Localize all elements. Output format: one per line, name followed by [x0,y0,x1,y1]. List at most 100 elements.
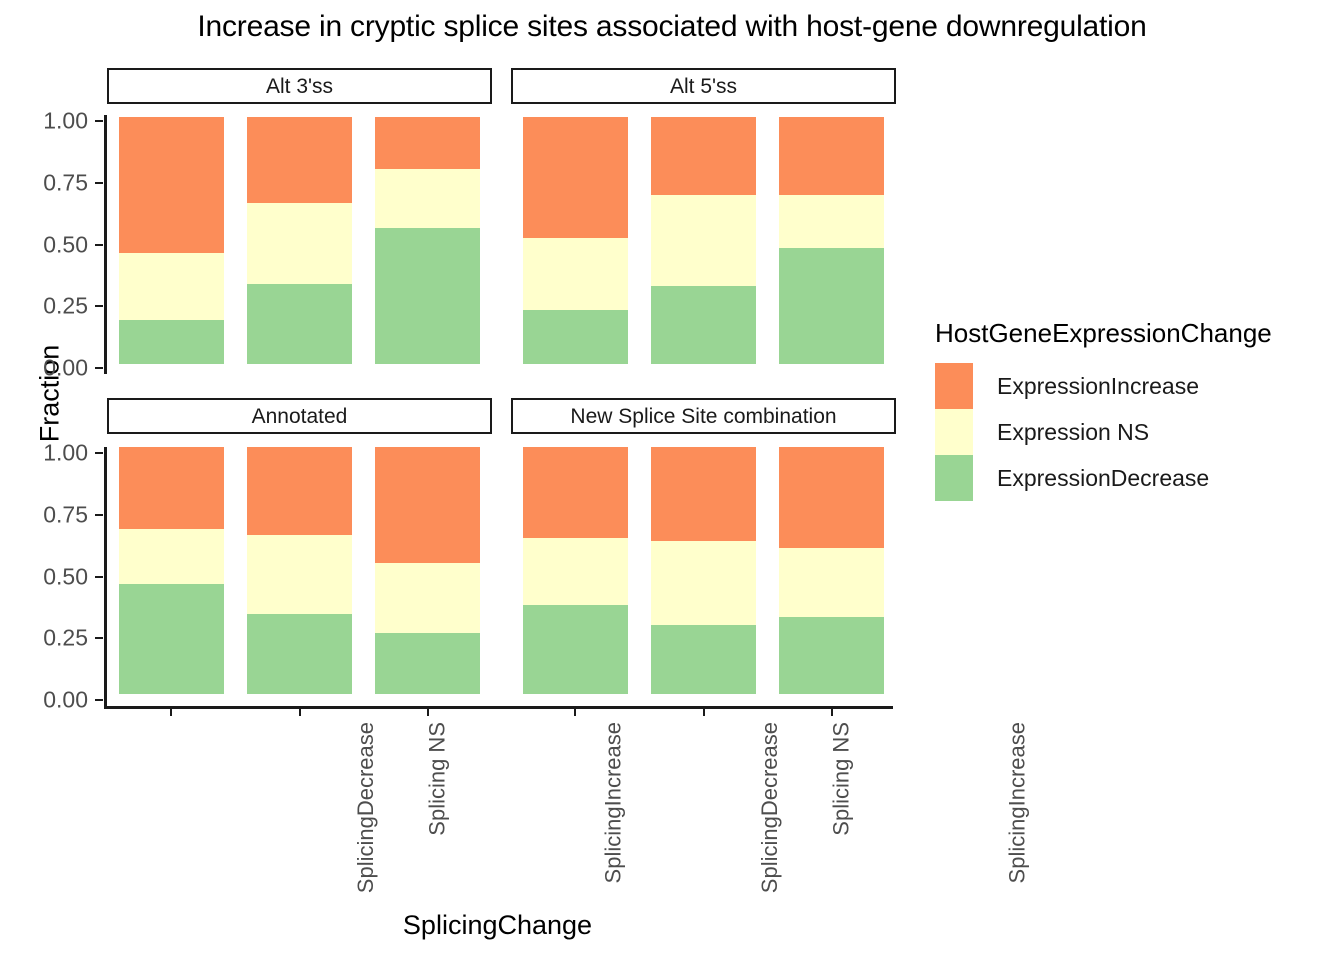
legend-item[interactable]: ExpressionDecrease [935,455,1272,501]
bar-segment-expressionincrease[interactable] [522,117,628,239]
legend-item-label: Expression NS [997,418,1150,445]
x-axis-tick-label: SplicingIncrease [1004,722,1030,884]
bar-segment-expressiondecrease[interactable] [779,247,885,364]
y-axis-tick [95,575,103,578]
x-axis-line [104,706,893,709]
y-axis-tick-label: 0.75 [43,501,88,528]
bar-segment-expressionns[interactable] [650,540,756,625]
legend-item-label: ExpressionIncrease [997,372,1199,399]
facet-panel: New Splice Site combination [511,398,896,700]
legend-swatch-icon [935,455,973,501]
facet-strip: Alt 3'ss [107,68,492,104]
x-axis-tick [426,708,429,716]
stacked-bar[interactable] [118,117,224,364]
x-axis-title: SplicingChange [402,910,593,940]
stacked-bar[interactable] [779,117,885,364]
bar-segment-expressiondecrease[interactable] [650,624,756,694]
stacked-bar[interactable] [246,447,352,694]
facet-strip-label: Annotated [251,404,348,428]
bar-segment-expressionincrease[interactable] [246,447,352,535]
x-axis-tick [574,708,577,716]
bar-segment-expressionns[interactable] [118,252,224,320]
bar-segment-expressionincrease[interactable] [779,447,885,549]
panel-plot-area [107,116,492,369]
bar-segment-expressionincrease[interactable] [118,447,224,529]
bar-segment-expressionincrease[interactable] [375,117,481,169]
bar-segment-expressiondecrease[interactable] [246,283,352,364]
bar-segment-expressiondecrease[interactable] [650,286,756,364]
bar-segment-expressionincrease[interactable] [779,117,885,195]
bar-segment-expressionns[interactable] [118,528,224,585]
stacked-bar[interactable] [522,447,628,694]
bar-segment-expressionns[interactable] [375,563,481,634]
y-axis-tick-label: 1.00 [43,439,88,466]
stacked-bar[interactable] [522,117,628,364]
legend-swatch-icon [935,363,973,409]
stacked-bar[interactable] [650,117,756,364]
bar-segment-expressionincrease[interactable] [118,117,224,253]
bar-segment-expressionns[interactable] [375,168,481,229]
legend-item[interactable]: ExpressionIncrease [935,363,1272,409]
x-axis-tick-label: Splicing NS [828,722,854,836]
x-axis-tick-label: SplicingDecrease [757,722,783,894]
facet-strip: Alt 5'ss [511,68,896,104]
bar-segment-expressiondecrease[interactable] [118,584,224,694]
y-axis-tick [95,305,103,308]
y-axis-tick-label: 0.00 [43,686,88,713]
bar-segment-expressiondecrease[interactable] [522,605,628,694]
bar-group [511,117,896,364]
bar-segment-expressionns[interactable] [246,203,352,284]
bar-segment-expressionincrease[interactable] [650,447,756,541]
y-axis-tick-label: 0.25 [43,292,88,319]
y-axis-tick-label: 0.25 [43,624,88,651]
bar-segment-expressiondecrease[interactable] [522,309,628,364]
y-axis-line [104,115,107,374]
y-axis-tick [95,181,103,184]
stacked-bar[interactable] [650,447,756,694]
x-axis-tick [170,708,173,716]
stacked-bar[interactable] [375,447,481,694]
y-axis-tick [95,699,103,701]
facet-panel: Alt 3'ss [107,68,492,370]
facet-strip-label: Alt 3'ss [265,74,334,98]
panel-plot-area [511,116,896,369]
bar-segment-expressionns[interactable] [246,534,352,614]
bar-segment-expressionns[interactable] [522,238,628,310]
facet-panel: Alt 5'ss [511,68,896,370]
bar-segment-expressionincrease[interactable] [246,117,352,204]
page-title: Increase in cryptic splice sites associa… [197,10,1147,43]
bar-segment-expressionincrease[interactable] [375,447,481,564]
bar-group [107,117,492,364]
y-axis-tick-label: 0.50 [43,231,88,257]
x-axis-tick-label: Splicing NS [424,722,450,836]
bar-segment-expressionincrease[interactable] [522,447,628,539]
bar-segment-expressionns[interactable] [779,548,885,618]
bar-group [511,447,896,694]
y-axis-tick-label: 0.50 [43,563,88,589]
panel-plot-area [107,446,492,699]
bar-segment-expressiondecrease[interactable] [246,613,352,694]
bar-segment-expressiondecrease[interactable] [779,617,885,694]
bar-segment-expressiondecrease[interactable] [118,319,224,364]
bar-segment-expressionincrease[interactable] [650,117,756,195]
stacked-bar[interactable] [118,447,224,694]
stacked-bar[interactable] [779,447,885,694]
y-axis-tick-label: 1.00 [43,107,88,134]
facet-strip: New Splice Site combination [511,398,896,434]
y-axis-tick [95,513,103,516]
x-axis-tick [298,708,301,716]
bar-segment-expressiondecrease[interactable] [375,228,481,364]
bar-segment-expressionns[interactable] [522,538,628,606]
bar-group [107,447,492,694]
bar-segment-expressionns[interactable] [779,194,885,248]
stacked-bar[interactable] [246,117,352,364]
stacked-bar[interactable] [375,117,481,364]
bar-segment-expressionns[interactable] [650,194,756,287]
bar-segment-expressiondecrease[interactable] [375,633,481,694]
legend-item-label: ExpressionDecrease [997,464,1210,491]
y-axis-line [104,447,107,706]
x-axis-tick [702,708,705,716]
legend-item[interactable]: Expression NS [935,409,1272,455]
